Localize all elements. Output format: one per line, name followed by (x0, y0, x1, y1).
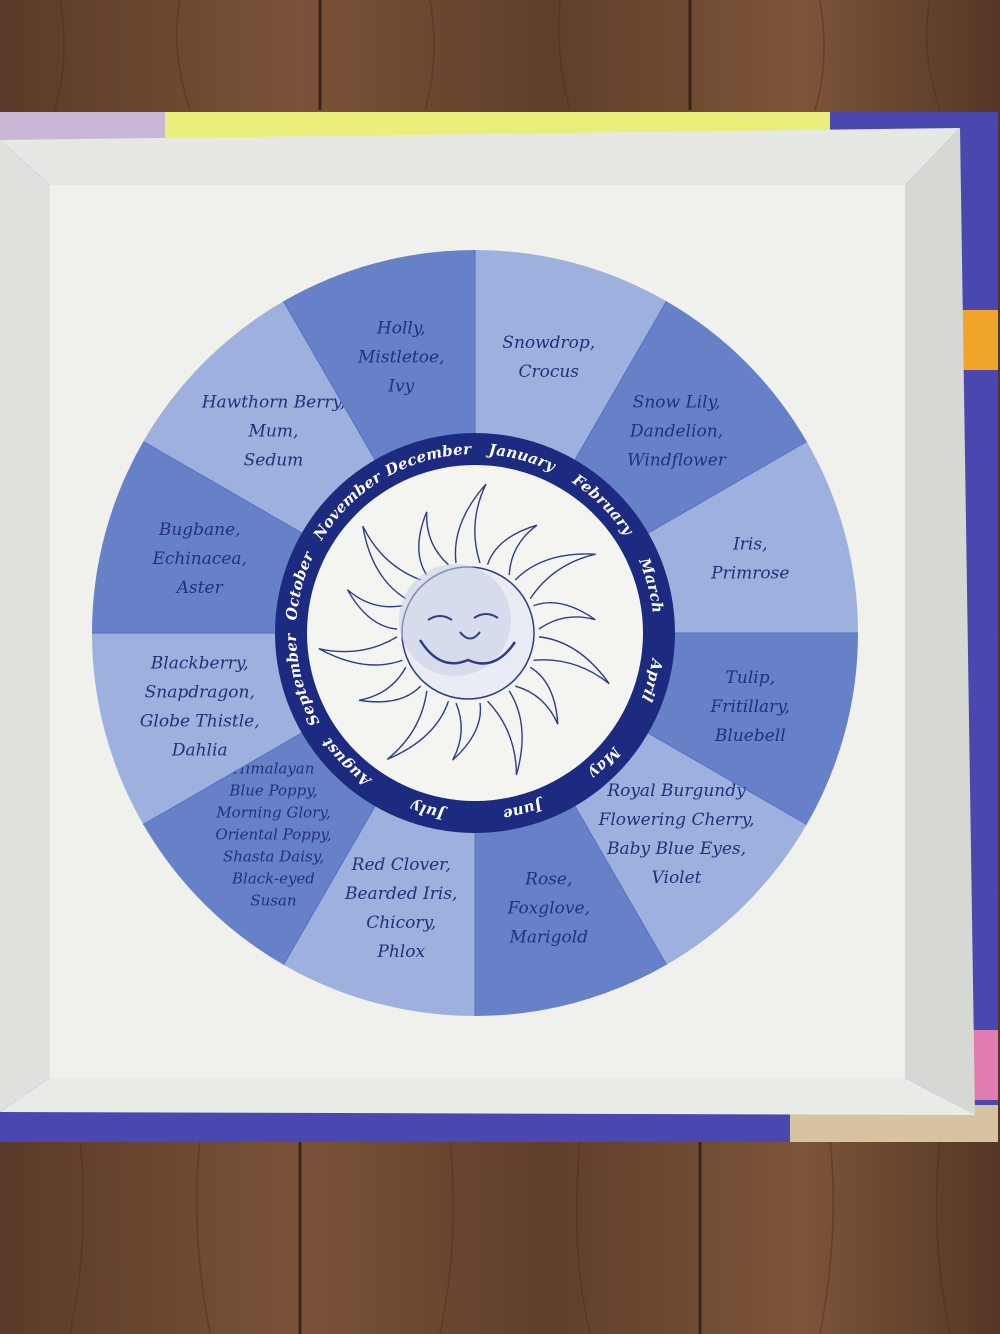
sun-ray (346, 589, 403, 630)
flower-name: Iris, (732, 535, 767, 555)
sun-ray (515, 666, 559, 725)
flower-list-october: Bugbane, Echinacea, Aster (151, 520, 247, 598)
flower-name: Bugbane, (158, 520, 241, 540)
flower-list-july: Red Clover, Bearded Iris, Chicory, Phlox (344, 855, 457, 962)
flower-name: Black-eyed (231, 870, 315, 888)
flower-name: Bearded Iris, (344, 884, 457, 904)
box-wall-top (0, 128, 960, 185)
sun-ray (514, 553, 596, 600)
flower-name: Chicory, (366, 913, 436, 933)
flower-name: Snapdragon, (145, 682, 255, 702)
flower-name: Aster (175, 578, 224, 598)
sun-ray (358, 666, 422, 703)
box-wall-left (0, 140, 50, 1112)
flower-name: Oriental Poppy, (215, 826, 331, 844)
box-wall-right (905, 128, 975, 1115)
flower-name: Himalayan (232, 760, 315, 778)
sun-drawing (318, 483, 610, 776)
wood-grain (54, 0, 951, 1334)
sun-rays (318, 483, 610, 776)
flower-name: Morning Glory, (215, 804, 330, 822)
flower-name: Fritillary, (710, 697, 791, 717)
sun-ray (486, 524, 538, 576)
flower-list-march: Iris, Primrose (710, 535, 789, 584)
sun-eye-right (473, 613, 499, 619)
flower-name: Dahlia (171, 740, 228, 760)
flower-name: Echinacea, (151, 549, 247, 569)
flower-name: Blackberry, (150, 653, 249, 673)
sun-ray (318, 636, 403, 666)
flower-list-december: Holly, Mistletoe, Ivy (357, 319, 444, 397)
sun-ray (386, 690, 450, 761)
flower-list-january: Snowdrop, Crocus (502, 333, 595, 382)
sun-nose (459, 631, 481, 640)
flower-name: Flowering Cherry, (598, 810, 755, 830)
flower-name: Crocus (518, 362, 579, 382)
flower-name: Snowdrop, (502, 333, 595, 353)
flower-name: Snow Lily, (633, 392, 721, 412)
flower-name: Hawthorn Berry, (201, 392, 346, 412)
flower-name: Baby Blue Eyes, (606, 839, 746, 859)
flower-name: Tulip, (726, 668, 775, 688)
flower-list-september: Blackberry, Snapdragon, Globe Thistle, Dahl… (140, 653, 260, 760)
flower-name: Windflower (627, 450, 727, 470)
sun-smile (418, 639, 517, 665)
flower-name: Susan (250, 892, 296, 910)
flower-list-april: Tulip, Fritillary, Bluebell (710, 668, 791, 746)
sun-ray (533, 636, 610, 685)
sun-ray (452, 702, 482, 761)
flower-name: Red Clover, (351, 855, 451, 875)
flower-name: Primrose (710, 564, 789, 584)
flower-name: Marigold (508, 927, 588, 947)
flower-name: Foxglove, (507, 898, 590, 918)
box-wall-bottom (0, 1078, 975, 1115)
flower-name: Blue Poppy, (228, 782, 317, 800)
sun-ray (533, 602, 596, 630)
sun-ray (418, 511, 449, 576)
sun-ray (362, 525, 422, 600)
sun-face-shading (399, 564, 511, 676)
flower-name: Holly, (376, 319, 426, 339)
flower-name: Rose, (524, 869, 572, 889)
flower-name: Violet (652, 868, 702, 888)
flower-list-june: Rose, Foxglove, Marigold (507, 869, 590, 947)
flower-name: Royal Burgundy (606, 781, 746, 801)
flower-name: Bluebell (714, 726, 786, 746)
flower-name: Ivy (387, 377, 414, 397)
sun-eye-left (427, 615, 453, 621)
flower-name: Globe Thistle, (140, 711, 260, 731)
flower-name: Shasta Daisy, (223, 848, 324, 866)
flower-list-november: Hawthorn Berry, Mum, Sedum (201, 392, 346, 470)
flower-name: Mistletoe, (357, 348, 444, 368)
flower-list-february: Snow Lily, Dandelion, Windflower (627, 392, 727, 470)
wood-plank-seams (298, 0, 702, 1334)
flower-name: Phlox (376, 942, 425, 962)
flower-name: Sedum (244, 450, 304, 470)
sun-ray (487, 690, 523, 776)
flower-name: Dandelion, (629, 421, 723, 441)
flower-name: Mum, (248, 421, 299, 441)
sun-ray (454, 483, 487, 564)
